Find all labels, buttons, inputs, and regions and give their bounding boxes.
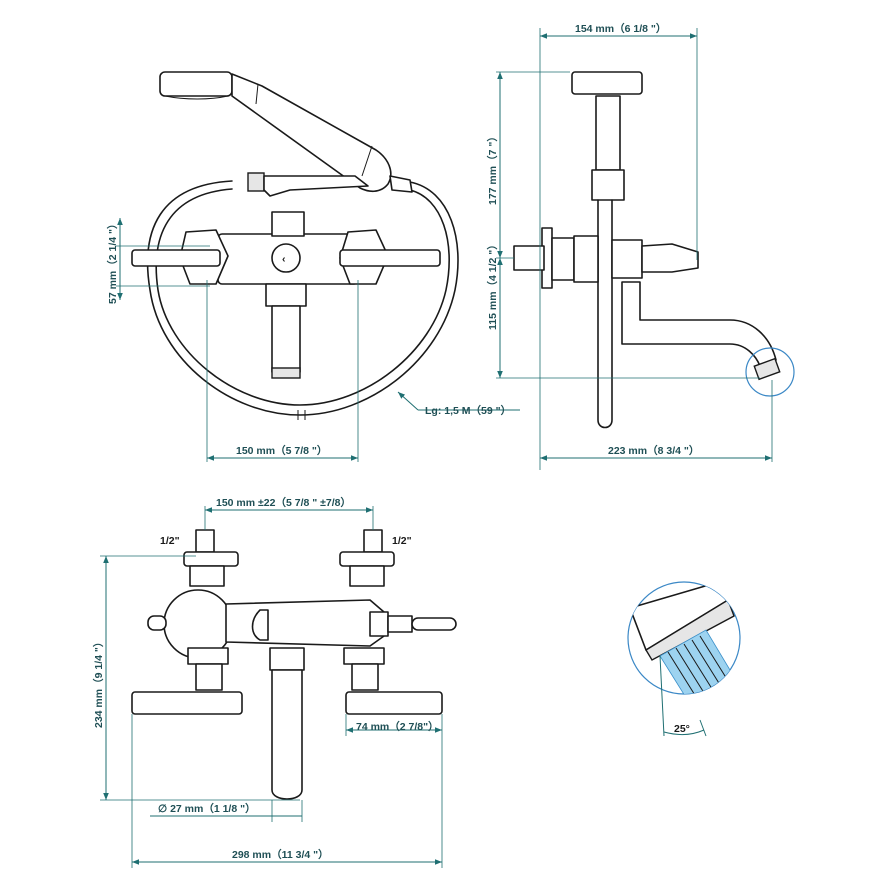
svg-text:‹: ‹ bbox=[282, 253, 286, 265]
dim-115-a: 115 mm（4 1/2 "） bbox=[486, 239, 499, 330]
thread-right: 1/2" bbox=[392, 535, 412, 547]
front-view: ‹ bbox=[131, 71, 459, 420]
dim-150-centers: 150 mm ±22（5 7/8 " ±7/8） bbox=[216, 496, 351, 509]
dim-154: 154 mm（6 1/8 "） bbox=[575, 22, 666, 35]
thread-left: 1/2" bbox=[160, 535, 180, 547]
dim-223: 223 mm（8 3/4 "） bbox=[608, 444, 699, 457]
shower-head bbox=[159, 71, 233, 97]
dim-74: 74 mm（2 7/8"） bbox=[356, 720, 439, 733]
side-view bbox=[513, 71, 795, 429]
top-spout bbox=[271, 669, 303, 800]
top-body bbox=[225, 599, 385, 647]
side-spout bbox=[621, 281, 777, 367]
front-dimensions: 57 mm（2 1/4 "） 150 mm（5 7/8 "） Lg: 1,5 M… bbox=[106, 218, 520, 462]
hose-loop bbox=[146, 180, 459, 416]
dim-hose: Lg: 1,5 M（59 "） bbox=[425, 404, 511, 417]
side-dimensions: 154 mm（6 1/8 "） 177 mm（7 "） 115 mm（4 1/2… bbox=[486, 22, 773, 470]
dim-57: 57 mm（2 1/4 "） bbox=[106, 218, 119, 304]
left-lever bbox=[131, 249, 221, 267]
top-dimensions: 150 mm ±22（5 7/8 " ±7/8） 1/2" 1/2" 234 m… bbox=[92, 496, 443, 868]
right-lever bbox=[339, 249, 441, 267]
top-view bbox=[131, 529, 457, 800]
dim-150: 150 mm（5 7/8 "） bbox=[236, 444, 327, 457]
aerator-detail: 25° bbox=[627, 581, 741, 737]
dim-27: ∅ 27 mm（1 1/8 "） bbox=[158, 802, 256, 815]
dim-234: 234 mm（9 1/4 "） bbox=[92, 637, 105, 728]
dim-298: 298 mm（11 3/4 "） bbox=[232, 848, 329, 861]
angle-label: 25° bbox=[674, 723, 690, 735]
dim-177: 177 mm（7 "） bbox=[486, 131, 499, 205]
shower-handle bbox=[231, 73, 392, 193]
spout-front bbox=[271, 305, 301, 373]
